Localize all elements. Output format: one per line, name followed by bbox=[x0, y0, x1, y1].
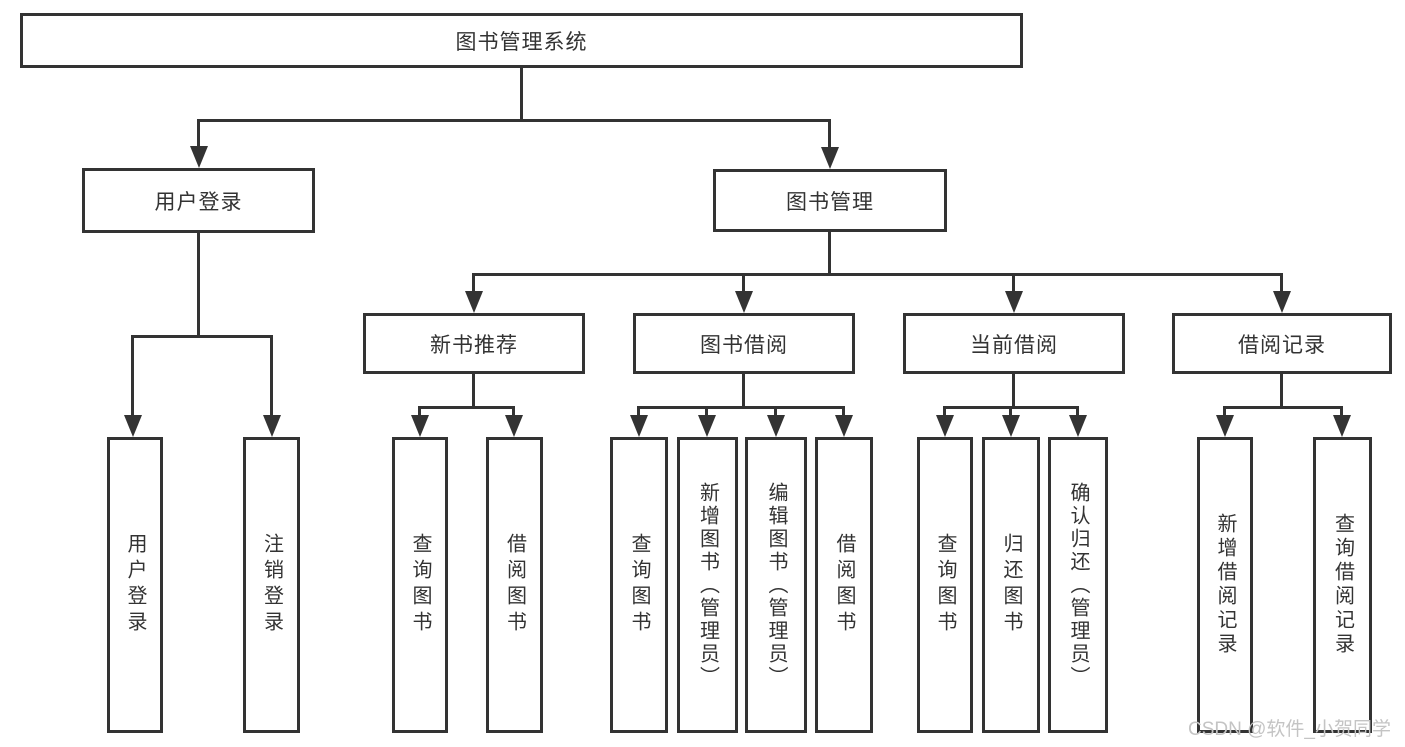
leaf-current-query-label: 查询图书 bbox=[934, 533, 956, 637]
connector-bookmgmt-rail bbox=[472, 273, 1283, 276]
node-book-management-label: 图书管理 bbox=[786, 190, 874, 214]
node-borrow-records: 借阅记录 bbox=[1172, 313, 1392, 374]
arrowhead-current-borrow bbox=[1005, 291, 1023, 313]
leaf-borrow-borrow: 借阅图书 bbox=[815, 437, 873, 733]
connector-bookborrow-rail bbox=[637, 406, 845, 409]
node-book-borrow: 图书借阅 bbox=[633, 313, 855, 374]
connector-root-stub bbox=[520, 68, 523, 121]
connector-stem-borrow-records bbox=[1280, 273, 1283, 295]
connector-stem-book-mgmt bbox=[828, 119, 831, 149]
arrowhead-book-mgmt bbox=[821, 147, 839, 169]
node-new-book-recommend-label: 新书推荐 bbox=[430, 333, 518, 357]
leaf-user-login-label: 用户登录 bbox=[124, 533, 146, 637]
connector-root-rail bbox=[197, 119, 831, 122]
node-user-login: 用户登录 bbox=[82, 168, 315, 233]
arrowhead-bb-borrow bbox=[835, 415, 853, 437]
connector-stem-new-book bbox=[472, 273, 475, 295]
arrowhead-leaf-user-login bbox=[124, 415, 142, 437]
connector-stem-nb-query bbox=[418, 406, 421, 419]
connector-userlogin-rail bbox=[131, 335, 273, 338]
connector-stem-br-add bbox=[1223, 406, 1226, 419]
leaf-current-return-label: 归还图书 bbox=[1000, 533, 1022, 637]
node-root: 图书管理系统 bbox=[20, 13, 1023, 68]
node-borrow-records-label: 借阅记录 bbox=[1238, 333, 1326, 357]
connector-records-rail bbox=[1223, 406, 1343, 409]
connector-newbook-rail bbox=[418, 406, 515, 409]
arrowhead-nb-query bbox=[411, 415, 429, 437]
connector-userlogin-stub bbox=[197, 232, 200, 338]
leaf-newbook-query: 查询图书 bbox=[392, 437, 448, 733]
arrowhead-new-book bbox=[465, 291, 483, 313]
leaf-current-confirm-admin: 确认归还（管理员） bbox=[1048, 437, 1108, 733]
csdn-watermark: CSDN @软件_小贺同学 bbox=[1188, 719, 1391, 740]
node-new-book-recommend: 新书推荐 bbox=[363, 313, 585, 374]
connector-stem-cb-return bbox=[1009, 406, 1012, 419]
leaf-logout: 注销登录 bbox=[243, 437, 300, 733]
connector-stem-br-query bbox=[1340, 406, 1343, 419]
connector-records-stub bbox=[1280, 374, 1283, 409]
arrowhead-bb-edit bbox=[767, 415, 785, 437]
arrowhead-br-query bbox=[1333, 415, 1351, 437]
leaf-current-query: 查询图书 bbox=[917, 437, 973, 733]
arrowhead-nb-borrow bbox=[505, 415, 523, 437]
connector-stem-cb-query bbox=[943, 406, 946, 419]
leaf-records-add-label: 新增借阅记录 bbox=[1214, 513, 1236, 657]
node-current-borrow-label: 当前借阅 bbox=[970, 333, 1058, 357]
leaf-user-login: 用户登录 bbox=[107, 437, 163, 733]
node-current-borrow: 当前借阅 bbox=[903, 313, 1125, 374]
arrowhead-bb-add bbox=[698, 415, 716, 437]
leaf-borrow-edit-admin-label: 编辑图书（管理员） bbox=[765, 481, 787, 689]
connector-newbook-stub bbox=[472, 374, 475, 409]
node-book-management: 图书管理 bbox=[713, 169, 947, 232]
leaf-borrow-add-admin: 新增图书（管理员） bbox=[677, 437, 738, 733]
arrowhead-cb-return bbox=[1002, 415, 1020, 437]
connector-bookborrow-stub bbox=[742, 374, 745, 409]
leaf-newbook-borrow: 借阅图书 bbox=[486, 437, 543, 733]
arrowhead-user-login bbox=[190, 146, 208, 168]
arrowhead-cb-query bbox=[936, 415, 954, 437]
leaf-records-query: 查询借阅记录 bbox=[1313, 437, 1372, 733]
connector-stem-book-borrow bbox=[742, 273, 745, 295]
connector-stem-bb-borrow bbox=[842, 406, 845, 419]
connector-stem-user-login bbox=[197, 119, 200, 149]
leaf-borrow-query: 查询图书 bbox=[610, 437, 668, 733]
leaf-borrow-borrow-label: 借阅图书 bbox=[833, 533, 855, 637]
node-root-label: 图书管理系统 bbox=[455, 30, 588, 54]
arrowhead-borrow-records bbox=[1273, 291, 1291, 313]
connector-stem-nb-borrow bbox=[512, 406, 515, 419]
arrowhead-cb-confirm bbox=[1069, 415, 1087, 437]
arrowhead-bb-query bbox=[630, 415, 648, 437]
connector-stem-leaf-logout bbox=[270, 335, 273, 419]
connector-currentborrow-stub bbox=[1012, 374, 1015, 409]
leaf-records-add: 新增借阅记录 bbox=[1197, 437, 1253, 733]
leaf-logout-label: 注销登录 bbox=[260, 533, 283, 637]
leaf-newbook-borrow-label: 借阅图书 bbox=[503, 533, 526, 637]
connector-stem-bb-add bbox=[705, 406, 708, 419]
node-book-borrow-label: 图书借阅 bbox=[700, 333, 788, 357]
connector-stem-current-borrow bbox=[1012, 273, 1015, 295]
connector-stem-bb-query bbox=[637, 406, 640, 419]
connector-stem-leaf-user-login bbox=[131, 335, 134, 419]
leaf-borrow-add-admin-label: 新增图书（管理员） bbox=[696, 481, 719, 689]
arrowhead-book-borrow bbox=[735, 291, 753, 313]
leaf-records-query-label: 查询借阅记录 bbox=[1331, 513, 1354, 657]
arrowhead-br-add bbox=[1216, 415, 1234, 437]
leaf-borrow-query-label: 查询图书 bbox=[628, 533, 650, 637]
leaf-current-return: 归还图书 bbox=[982, 437, 1040, 733]
leaf-newbook-query-label: 查询图书 bbox=[409, 533, 431, 637]
leaf-current-confirm-admin-label: 确认归还（管理员） bbox=[1067, 481, 1089, 689]
node-user-login-label: 用户登录 bbox=[154, 190, 243, 214]
arrowhead-leaf-logout bbox=[263, 415, 281, 437]
connector-stem-bb-edit bbox=[774, 406, 777, 419]
leaf-borrow-edit-admin: 编辑图书（管理员） bbox=[745, 437, 807, 733]
connector-bookmgmt-stub bbox=[828, 232, 831, 276]
connector-stem-cb-confirm bbox=[1076, 406, 1079, 419]
